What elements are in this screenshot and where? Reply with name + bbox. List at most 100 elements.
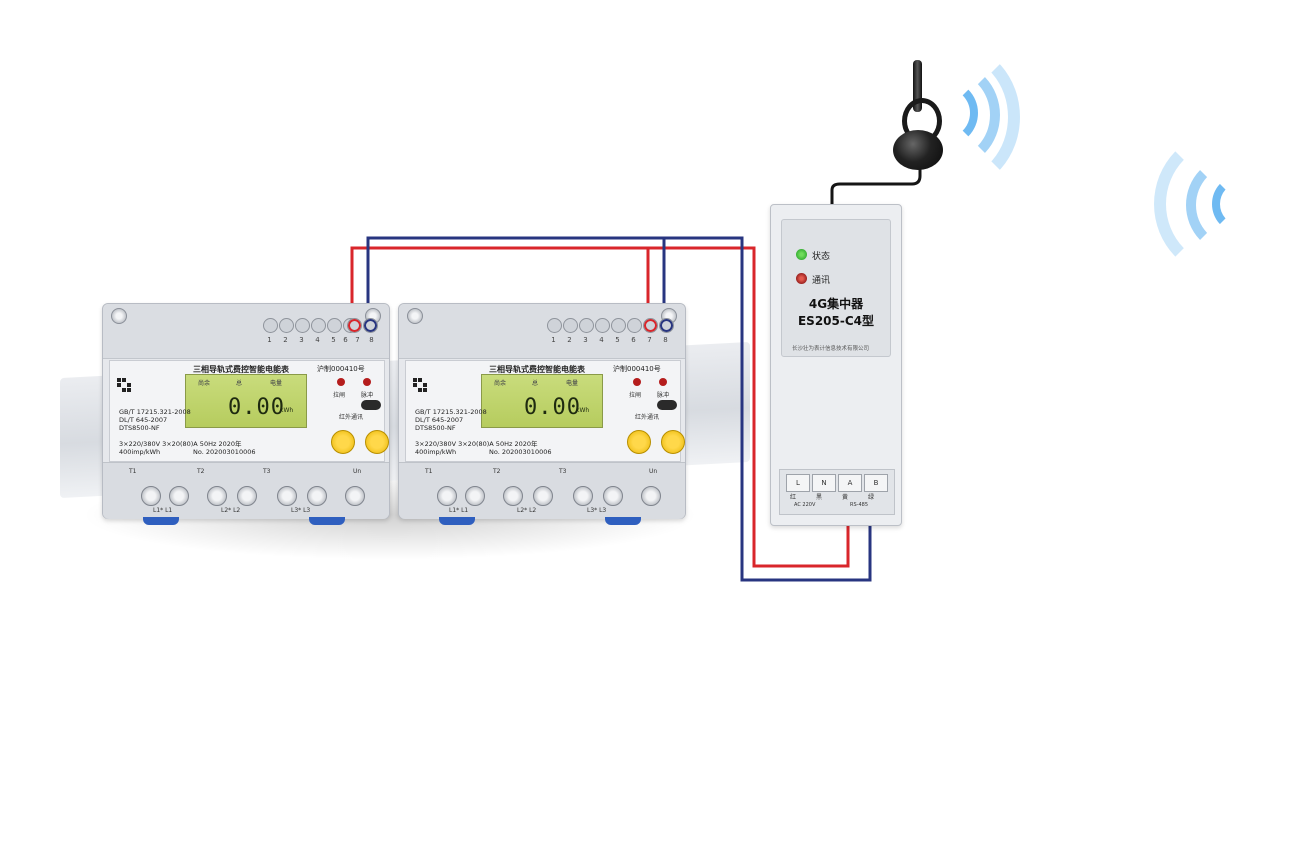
energy-unit: kWh	[280, 407, 294, 414]
phase-terminal	[169, 486, 189, 506]
concentrator-terminal-block: L N A B 红 黑 黄 绿 AC 220V RS-485	[779, 469, 895, 515]
comm-led-icon	[796, 273, 807, 284]
status-label: 状态	[812, 252, 831, 262]
terminal-2	[563, 318, 578, 333]
concentrator-name: 4G集中器	[808, 297, 864, 311]
terminal-n: N	[812, 474, 836, 492]
phase-terminal	[207, 486, 227, 506]
bottom-label: T3	[559, 468, 567, 475]
neutral-terminal	[345, 486, 365, 506]
terminal-8-rs485-b	[659, 318, 674, 333]
terminal-sub: 黄	[842, 494, 849, 501]
antenna-cable	[830, 168, 922, 206]
terminal-7-rs485-a	[643, 318, 658, 333]
meter-button-right[interactable]	[365, 430, 389, 454]
phase-label: L2* L2	[517, 507, 537, 514]
bottom-label: Un	[649, 468, 658, 475]
lcd-label: 电量	[270, 380, 283, 387]
phase-terminal	[277, 486, 297, 506]
comm-label: 通讯	[812, 276, 831, 286]
signal-wave-icon	[890, 44, 1020, 190]
rail-clip	[143, 517, 179, 525]
terminal-number: 8	[369, 336, 374, 344]
meter-top-terminal-block	[399, 304, 685, 359]
standard-1: GB/T 17215.321-2008	[415, 408, 487, 416]
phase-terminal	[237, 486, 257, 506]
trip-label: 拉闸	[333, 392, 346, 399]
lcd-label: 总	[236, 380, 243, 387]
standard-2: DL/T 645-2007	[119, 416, 168, 424]
lcd-label: 尚余	[494, 380, 507, 387]
terminal-2	[279, 318, 294, 333]
phase-terminal	[503, 486, 523, 506]
phase-label: L3* L3	[587, 507, 607, 514]
serial-number: No. 202003010006	[193, 448, 256, 456]
energy-reading: 0.00	[524, 395, 581, 420]
bottom-label: T2	[493, 468, 501, 475]
terminal-b: B	[864, 474, 888, 492]
terminal-number: 4	[599, 336, 604, 344]
4g-concentrator: 状态 通讯 4G集中器 ES205-C4型 长沙壮为表计信息技术有限公司 L N…	[770, 204, 902, 526]
lcd-label: 总	[532, 380, 539, 387]
terminal-1	[547, 318, 562, 333]
terminal-number: 1	[267, 336, 272, 344]
ir-label: 红外通讯	[635, 414, 660, 421]
screw-icon	[111, 308, 127, 324]
meter-cert: 沪制000410号	[613, 365, 661, 373]
phase-label: L1* L1	[449, 507, 469, 514]
terminal-number: 1	[551, 336, 556, 344]
terminal-7-rs485-a	[347, 318, 362, 333]
lcd-display: 尚余 总 电量 0.00 kWh	[185, 374, 307, 428]
meter-button-left[interactable]	[627, 430, 651, 454]
phase-label: L3* L3	[291, 507, 311, 514]
ac-label: AC 220V	[794, 502, 816, 508]
meter-cert: 沪制000410号	[317, 365, 365, 373]
rs485-a-wire	[350, 246, 850, 568]
bottom-label: T3	[263, 468, 271, 475]
terminal-a: A	[838, 474, 862, 492]
meter-title: 三相导轨式费控智能电能表	[489, 365, 585, 374]
lcd-label: 尚余	[198, 380, 211, 387]
phase-terminal	[307, 486, 327, 506]
terminal-sub: 绿	[868, 494, 875, 501]
terminal-3	[295, 318, 310, 333]
terminal-4	[595, 318, 610, 333]
serial-number: No. 202003010006	[489, 448, 552, 456]
phase-terminal	[437, 486, 457, 506]
terminal-1	[263, 318, 278, 333]
terminal-number: 4	[315, 336, 320, 344]
status-led-icon	[796, 249, 807, 260]
pulse-led-icon	[659, 378, 667, 386]
terminal-5	[327, 318, 342, 333]
model-number: DTS8500-NF	[119, 424, 160, 432]
pulse-led-icon	[363, 378, 371, 386]
spec-line-1: 3×220/380V 3×20(80)A 50Hz 2020年	[119, 440, 242, 448]
spec-line-2: 400imp/kWh	[415, 448, 457, 456]
lcd-label: 电量	[566, 380, 579, 387]
trip-label: 拉闸	[629, 392, 642, 399]
ir-port-icon	[361, 400, 381, 410]
phase-terminal	[465, 486, 485, 506]
rs485-label: RS-485	[850, 502, 868, 508]
energy-reading: 0.00	[228, 395, 285, 420]
neutral-terminal	[641, 486, 661, 506]
terminal-number: 6	[343, 336, 348, 344]
trip-led-icon	[337, 378, 345, 386]
meter-button-right[interactable]	[661, 430, 685, 454]
terminal-number: 5	[615, 336, 620, 344]
ir-port-icon	[657, 400, 677, 410]
terminal-number: 3	[583, 336, 588, 344]
screw-icon	[407, 308, 423, 324]
rail-clip	[605, 517, 641, 525]
company-name: 长沙壮为表计信息技术有限公司	[792, 346, 870, 352]
remote-signal-wave-icon	[1154, 130, 1298, 278]
meter-button-left[interactable]	[331, 430, 355, 454]
terminal-sub: 黑	[816, 494, 823, 501]
spec-line-1: 3×220/380V 3×20(80)A 50Hz 2020年	[415, 440, 538, 448]
concentrator-panel: 状态 通讯 4G集中器 ES205-C4型 长沙壮为表计信息技术有限公司	[781, 219, 891, 357]
pulse-label: 脉冲	[657, 392, 670, 399]
spec-line-2: 400imp/kWh	[119, 448, 161, 456]
terminal-number: 2	[283, 336, 288, 344]
standard-2: DL/T 645-2007	[415, 416, 464, 424]
terminal-number: 7	[647, 336, 652, 344]
